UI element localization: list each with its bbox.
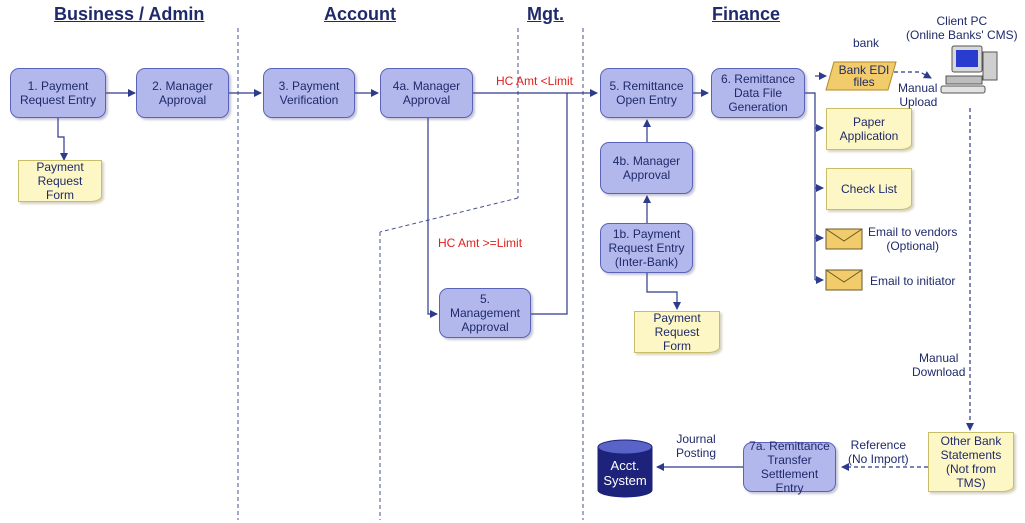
node-remittance-transfer-settlement-entry[interactable]: 7a. Remittance Transfer Settlement Entry xyxy=(743,439,836,495)
node-management-approval[interactable]: 5. Management Approval xyxy=(439,288,531,338)
envelope-icon xyxy=(825,228,863,250)
label-manual-download: Manual Download xyxy=(912,351,966,379)
lane-finance: Finance xyxy=(712,4,781,24)
database-icon xyxy=(597,439,653,498)
output-trunk xyxy=(805,92,816,280)
label-client-pc: Client PC (Online Banks' CMS) xyxy=(906,14,1018,42)
computer-icon xyxy=(940,45,998,94)
doc-other-bank-statements[interactable]: Other Bank Statements (Not from TMS) xyxy=(928,432,1014,492)
arrow-management-to-remittance xyxy=(531,93,568,315)
doc-payment-request-form-left[interactable]: Payment Request Form xyxy=(18,160,102,202)
arrow-1-to-form xyxy=(57,118,68,161)
label-reference: Reference (No Import) xyxy=(848,438,909,466)
label-journal-posting: Journal Posting xyxy=(676,432,717,460)
arrow-4a-to-management xyxy=(427,118,438,318)
arrow-manual-upload xyxy=(894,71,932,79)
lane-account: Account xyxy=(324,4,396,24)
lane-mgt: Mgt. xyxy=(527,4,564,24)
node-payment-request-entry[interactable]: 1. Payment Request Entry xyxy=(10,68,106,118)
label-email-to-initiator: Email to initiator xyxy=(870,274,956,288)
doc-check-list[interactable]: Check List xyxy=(826,168,912,210)
lane-separators xyxy=(237,28,584,520)
lane-business-admin: Business / Admin xyxy=(54,4,205,24)
node-manager-approval-4a[interactable]: 4a. Manager Approval xyxy=(380,68,473,118)
bank-edi-shape xyxy=(825,61,897,91)
doc-paper-application[interactable]: Paper Application xyxy=(826,108,912,150)
doc-bank-edi-files[interactable]: Bank EDI files xyxy=(838,63,890,89)
label-acct-system: Acct. System xyxy=(603,458,647,488)
arrow-1b-to-form xyxy=(646,273,681,310)
label-hc-amt-ge-limit: HC Amt >=Limit xyxy=(438,236,523,250)
node-payment-verification[interactable]: 3. Payment Verification xyxy=(263,68,355,118)
doc-payment-request-form-right[interactable]: Payment Request Form xyxy=(634,311,720,353)
envelope-icon xyxy=(825,269,863,291)
node-manager-approval[interactable]: 2. Manager Approval xyxy=(136,68,229,118)
node-remittance-open-entry[interactable]: 5. Remittance Open Entry xyxy=(600,68,693,118)
label-manual-upload: Manual Upload xyxy=(898,81,938,109)
node-manager-approval-4b[interactable]: 4b. Manager Approval xyxy=(600,142,693,194)
label-bank: bank xyxy=(853,36,880,50)
label-email-to-vendors: Email to vendors (Optional) xyxy=(868,225,958,253)
node-payment-request-entry-interbank[interactable]: 1b. Payment Request Entry (Inter-Bank) xyxy=(600,223,693,273)
label-hc-amt-lt-limit: HC Amt <Limit xyxy=(496,74,574,88)
node-remittance-data-file-generation[interactable]: 6. Remittance Data File Generation xyxy=(711,68,805,118)
